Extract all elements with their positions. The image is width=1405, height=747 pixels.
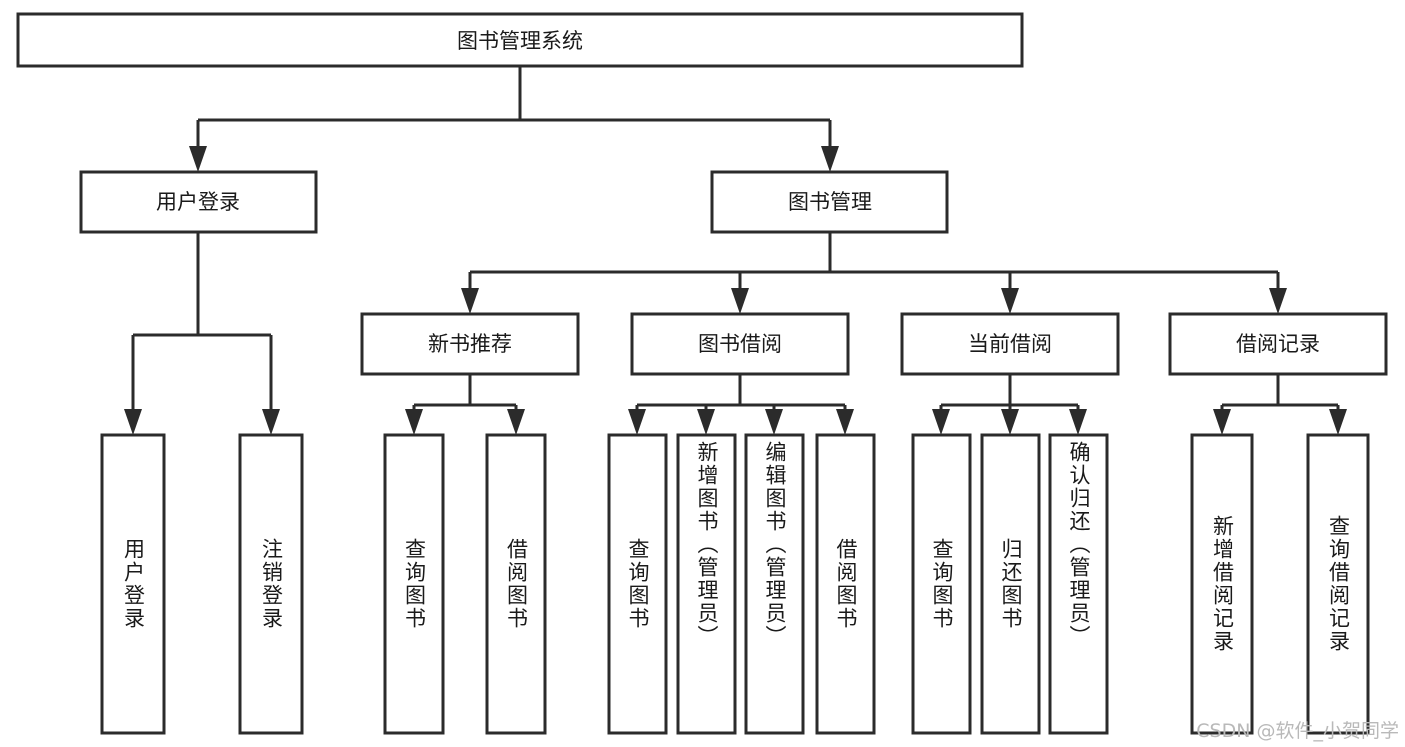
node-new-book-recommend-label: 新书推荐 [428,332,512,356]
node-root-label: 图书管理系统 [457,29,583,53]
leaf-node-query-books-newbooks[interactable] [383,433,445,735]
leaf-node-query-books-borrow[interactable] [607,433,668,735]
node-borrow-records[interactable]: 借阅记录 [1168,312,1388,376]
node-book-borrow-label: 图书借阅 [698,332,782,356]
leaf-node-query-books-current[interactable] [911,433,972,735]
leaf-node-confirm-return-admin[interactable] [1048,433,1109,735]
node-current-borrow-label: 当前借阅 [968,332,1052,356]
leaf-node-add-borrow-record[interactable] [1190,433,1254,735]
node-user-login[interactable]: 用户登录 [79,170,318,234]
node-user-login-label: 用户登录 [156,190,240,214]
connector-new-books-to-leaves [405,374,525,435]
connector-records-to-leaves [1213,374,1347,435]
leaf-node-return-books[interactable] [980,433,1041,735]
leaf-node-borrow-books-newbooks[interactable] [485,433,547,735]
node-current-borrow[interactable]: 当前借阅 [900,312,1120,376]
connector-current-to-leaves [932,374,1087,435]
csdn-watermark: CSDN @软件_小贺同学 [1196,720,1399,742]
leaf-node-borrow-books-borrow[interactable] [815,433,876,735]
leaf-node-edit-book-admin[interactable] [744,433,805,735]
connector-root-to-level2 [189,66,839,172]
node-book-management-label: 图书管理 [788,190,872,214]
node-book-management[interactable]: 图书管理 [710,170,949,234]
connector-book-mgmt-to-level3 [461,232,1287,314]
node-book-borrow[interactable]: 图书借阅 [630,312,850,376]
leaf-node-add-book-admin[interactable] [676,433,737,735]
node-root[interactable]: 图书管理系统 [16,12,1024,68]
leaf-node-user-login[interactable] [100,433,166,735]
connector-login-to-leaves [124,232,280,435]
node-new-book-recommend[interactable]: 新书推荐 [360,312,580,376]
connector-borrow-to-leaves [628,374,854,435]
leaf-node-logout-login[interactable] [238,433,304,735]
node-borrow-records-label: 借阅记录 [1236,332,1320,356]
leaf-node-query-borrow-record[interactable] [1306,433,1370,735]
